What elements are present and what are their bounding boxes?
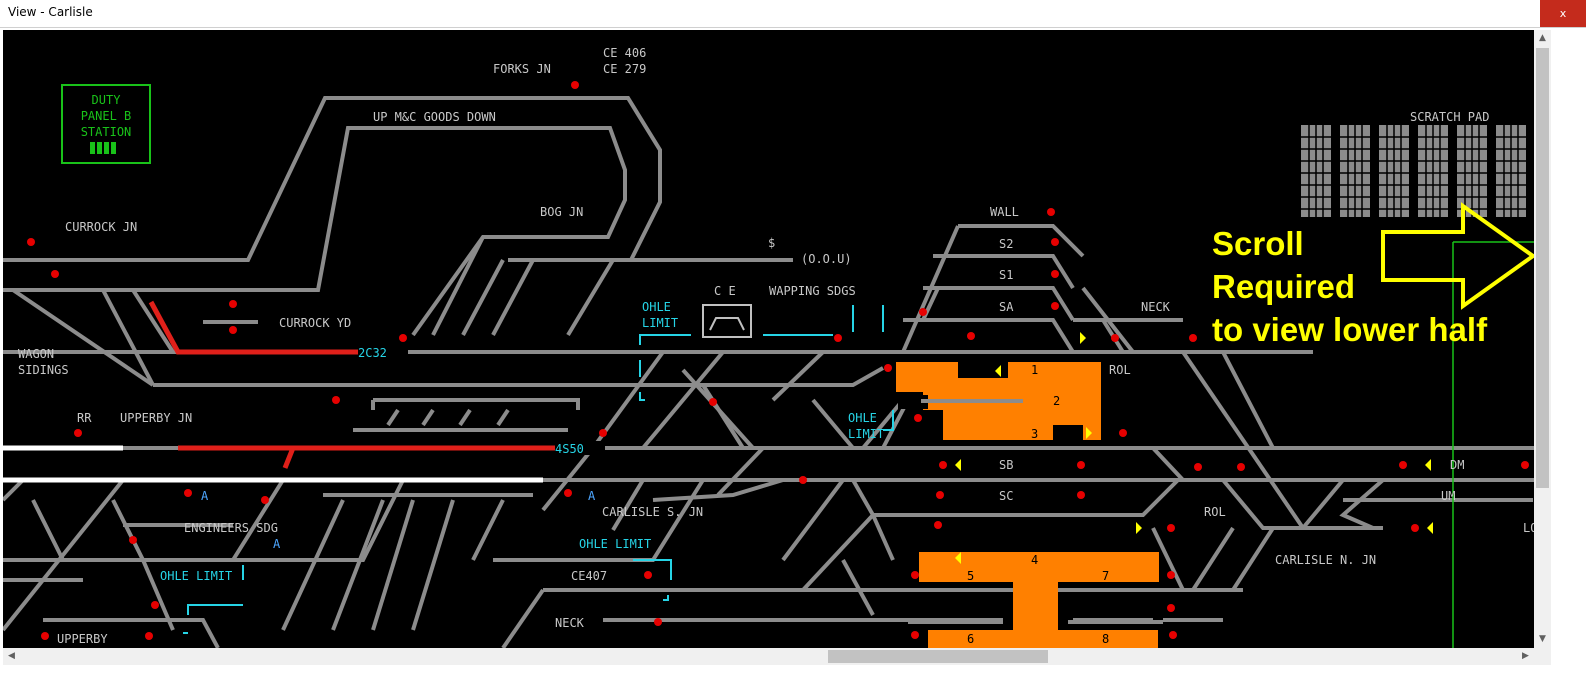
berth-2c32[interactable]: 2C32 [358,346,387,360]
label-ohle-1b: LIMIT [642,316,679,330]
label-carlisle-n-jn: CARLISLE N. JN [1275,553,1377,567]
label-sb: SB [999,458,1014,472]
label-ohle-2a: OHLE [848,411,877,425]
horizontal-scrollbar[interactable]: ◀ ▶ [3,648,1534,665]
label-upperby-bottom: UPPERBY [57,632,108,646]
label-platform-2: 2 [1053,394,1061,408]
vertical-scroll-thumb[interactable] [1536,48,1549,488]
label-platform-3: 3 [1031,427,1039,441]
label-currock-yd: CURROCK YD [279,316,352,330]
label-platform-4: 4 [1031,553,1039,567]
set-route-layer [148,300,603,469]
label-s2: S2 [999,237,1014,251]
scroll-up-icon[interactable]: ▲ [1539,33,1546,43]
label-platform-5: 5 [967,569,975,583]
direction-marks [955,332,1433,564]
scrollbar-corner [1534,648,1551,665]
label-platform-3b: B [1061,427,1069,441]
label-platform-1: 1 [1031,363,1039,377]
label-platform-7: 7 [1102,569,1110,583]
label-oa: A [273,537,281,551]
window-right-edge [1551,30,1586,679]
berth-4s50[interactable]: 4S50 [555,442,584,456]
label-rr: RR [77,411,92,425]
label-oou: (O.O.U) [801,252,852,266]
label-sidings: SIDINGS [18,363,69,377]
window-titlebar: View - Carlisle x [0,0,1586,28]
label-um: UM [1441,489,1456,503]
label-ohle-2b: LIMIT [848,427,885,441]
annotation-line3: to view lower half [1212,311,1488,348]
label-a2: A [588,489,596,503]
ce-box [702,304,752,338]
label-wall: WALL [990,205,1019,219]
scroll-arrow-icon [1381,202,1534,310]
label-platform-6: 6 [967,632,975,646]
label-ce279: CE 279 [603,62,647,76]
label-lo: LO [1523,521,1534,535]
label-platform-8: 8 [1102,632,1110,646]
duty-panel[interactable]: DUTY PANEL B STATION [62,92,150,140]
label-neck-top: NECK [1141,300,1170,314]
label-s1: S1 [999,268,1014,282]
label-dm: DM [1450,458,1465,472]
berth-4s50-bg [555,441,605,455]
label-neck-bot: NECK [555,616,584,630]
label-upperby-jn: UPPERBY JN [120,411,193,425]
label-rol-top: ROL [1109,363,1131,377]
signals-layer [27,81,1529,640]
scroll-down-icon[interactable]: ▼ [1539,634,1546,644]
duty-panel-box [61,84,151,164]
label-engineers-sdg: ENGINEERS SDG [184,521,278,535]
label-a1: A [201,489,209,503]
close-button[interactable]: x [1540,0,1586,27]
label-rol-mid: ROL [1204,505,1226,519]
scratch-pad-gridlines [1293,125,1533,217]
label-ce406: CE 406 [603,46,647,60]
window-title: View - Carlisle [8,5,93,19]
label-ohle-3: OHLE LIMIT [579,537,652,551]
scroll-left-icon[interactable]: ◀ [8,651,15,661]
label-wapping-sdgs: WAPPING SDGS [769,284,856,298]
platform-6-8 [928,630,1158,648]
overlap-layer [3,445,543,483]
label-ce: C E [714,284,736,298]
label-sc: SC [999,489,1014,503]
label-ohle-4: OHLE LIMIT [160,569,233,583]
ohle-marks [183,305,894,634]
label-bog-jn: BOG JN [540,205,584,219]
label-wagon: WAGON [18,347,55,361]
horizontal-scroll-thumb[interactable] [828,650,1048,663]
label-ohle-1a: OHLE [642,300,671,314]
label-ce407: CE407 [571,569,608,583]
label-dollar: $ [768,236,776,250]
label-scratch-pad: SCRATCH PAD [1410,110,1490,124]
label-carlisle-s-jn: CARLISLE S. JN [602,505,704,519]
annotation-line1: Scroll [1212,225,1304,262]
duty-panel-line1: DUTY [91,93,121,107]
vertical-scrollbar[interactable]: ▲ ▼ [1534,30,1551,648]
annotation-line2: Required [1212,268,1356,305]
platform-gaps [898,362,1083,440]
label-up-mc-goods: UP M&C GOODS DOWN [373,110,496,124]
duty-panel-line2: PANEL B [80,109,132,123]
scroll-annotation: Scroll Required to view lower half [1212,222,1542,351]
scroll-right-icon[interactable]: ▶ [1522,651,1529,661]
label-currock-jn: CURROCK JN [65,220,138,234]
signalling-diagram[interactable]: CE 406 CE 279 FORKS JN UP M&C GOODS DOWN… [3,30,1534,648]
label-forks-jn: FORKS JN [493,62,551,76]
berth-2c32-bg [358,346,408,359]
duty-panel-line3: STATION [80,125,132,139]
label-sa: SA [999,300,1014,314]
platform-track-lines [908,399,1163,624]
track-diagram-svg [3,81,1534,648]
